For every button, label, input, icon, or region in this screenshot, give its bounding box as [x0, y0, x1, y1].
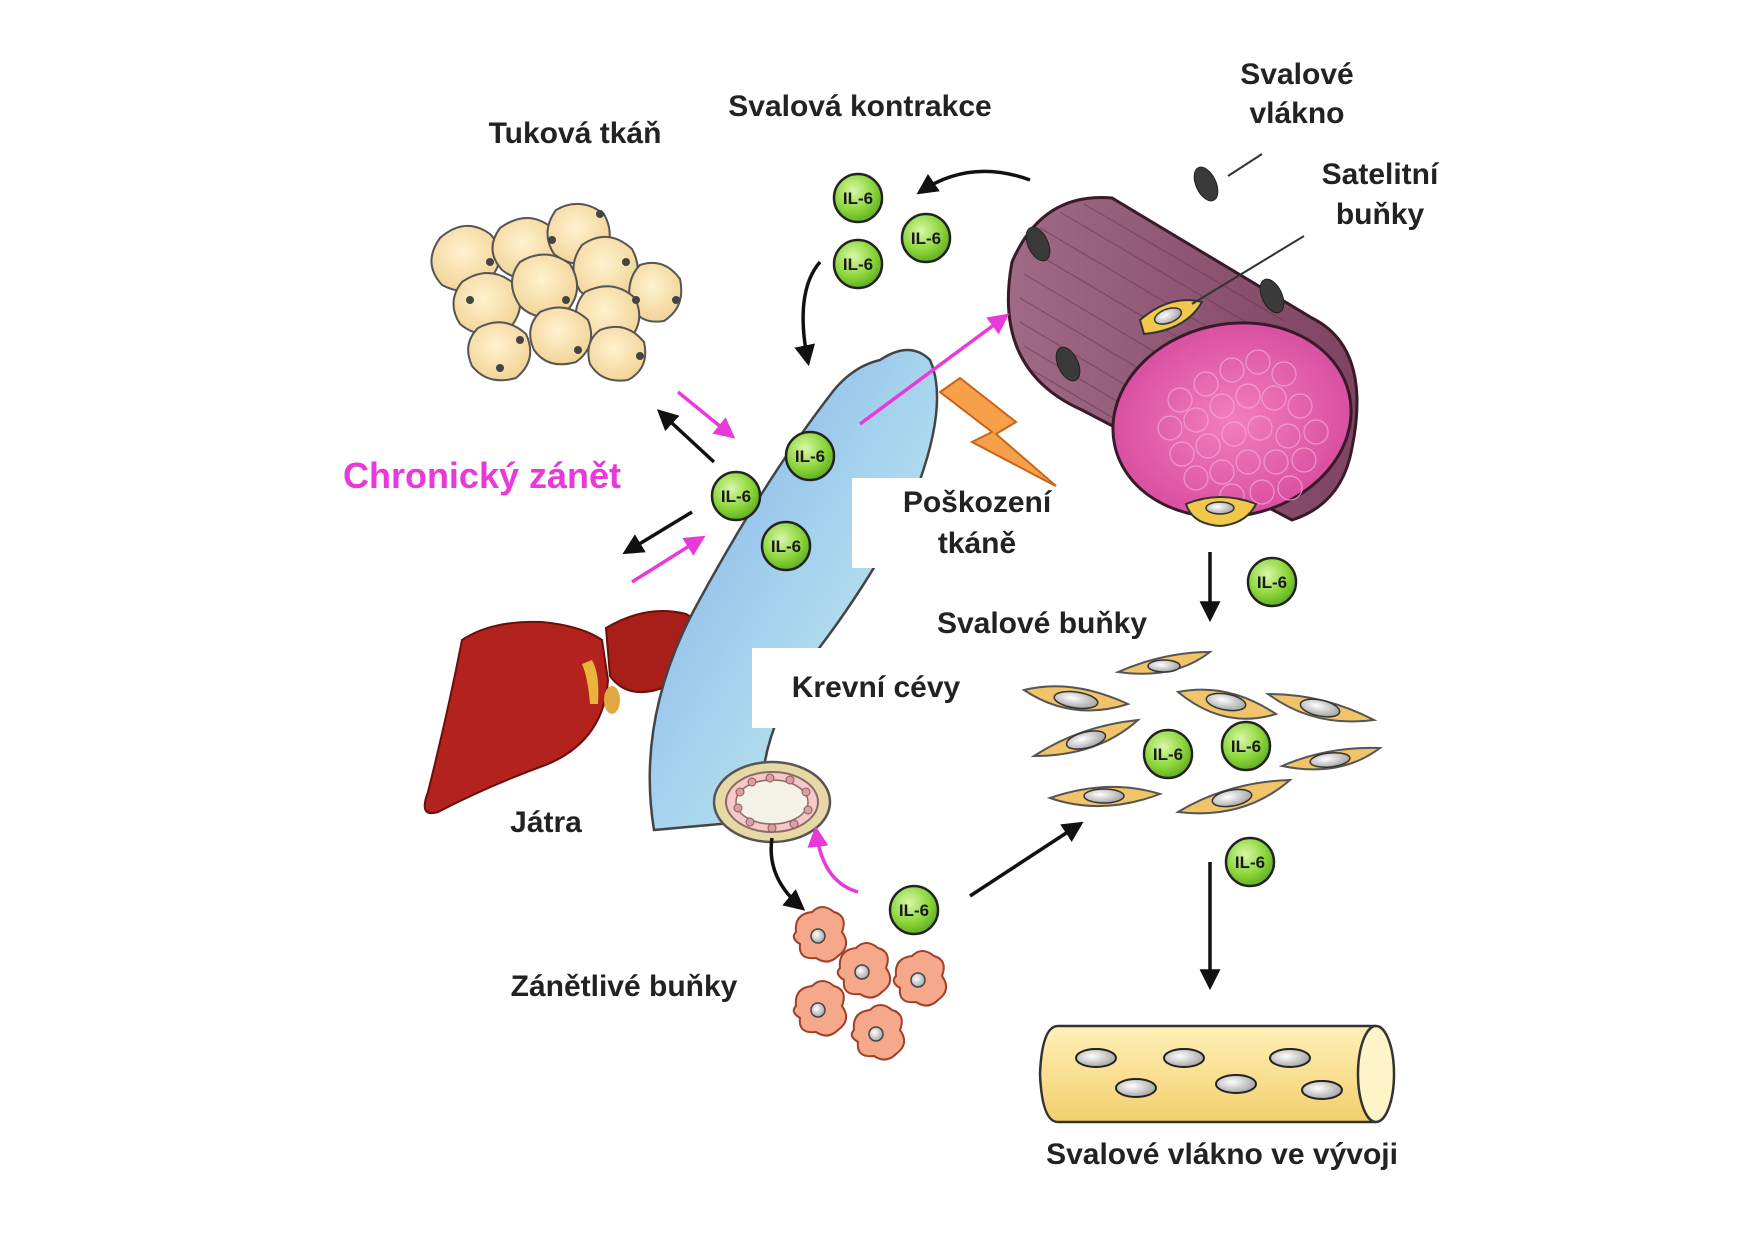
satellite-label-line2: buňky — [1336, 198, 1425, 231]
svg-text:IL-6: IL-6 — [1231, 737, 1261, 756]
developing-fiber-label: Svalové vlákno ve vývoji — [1046, 1138, 1398, 1171]
svg-text:IL-6: IL-6 — [1235, 853, 1265, 872]
il6-molecule: IL-6 — [1224, 836, 1276, 888]
inflammatory-cells-label: Zánětlivé buňky — [511, 970, 738, 1003]
muscle-fiber-icon — [1006, 153, 1359, 528]
il6-molecule: IL-6 — [760, 520, 812, 572]
svg-text:IL-6: IL-6 — [1153, 745, 1183, 764]
svg-text:IL-6: IL-6 — [911, 229, 941, 248]
svg-text:IL-6: IL-6 — [771, 537, 801, 556]
adipose-label: Tuková tkáň — [489, 117, 662, 150]
il6-molecule: IL-6 — [1220, 720, 1272, 772]
il6-molecule: IL-6 — [1142, 728, 1194, 780]
black-arrows — [622, 169, 1221, 991]
satellite-label-line1: Satelitní — [1322, 158, 1440, 191]
il6-molecule: IL-6 — [1246, 556, 1298, 608]
blood-vessel-icon — [648, 348, 939, 844]
damage-label-line2: tkáně — [938, 527, 1016, 560]
il6-molecule: IL-6 — [832, 172, 884, 224]
svg-text:IL-6: IL-6 — [899, 901, 929, 920]
contraction-label: Svalová kontrakce — [728, 90, 991, 123]
il6-molecule: IL-6 — [784, 430, 836, 482]
svg-text:IL-6: IL-6 — [1257, 573, 1287, 592]
fiber-label-line2: vlákno — [1249, 97, 1344, 130]
svg-text:IL-6: IL-6 — [795, 447, 825, 466]
svg-text:IL-6: IL-6 — [843, 189, 873, 208]
lightning-icon — [938, 376, 1057, 487]
developing-fiber-icon — [1038, 1024, 1396, 1124]
muscle-cells-label: Svalové buňky — [937, 607, 1147, 640]
liver-label: Játra — [510, 806, 582, 839]
il6-molecule: IL-6 — [710, 470, 762, 522]
damage-label-line1: Poškození — [903, 486, 1053, 519]
svg-text:IL-6: IL-6 — [721, 487, 751, 506]
fiber-label-line1: Svalové — [1240, 58, 1353, 91]
pink-arrows — [631, 313, 1010, 894]
il6-molecule: IL-6 — [900, 212, 952, 264]
svg-text:IL-6: IL-6 — [843, 255, 873, 274]
il6-molecule: IL-6 — [832, 238, 884, 290]
inflammation-label: Chronický zánět — [343, 455, 621, 496]
vessels-label: Krevní cévy — [792, 671, 961, 704]
myoblast-icon — [1021, 650, 1383, 815]
inflammatory-cell-icon — [792, 906, 948, 1061]
fat-cells-icon — [430, 203, 683, 382]
il6-molecule: IL-6 — [888, 884, 940, 936]
